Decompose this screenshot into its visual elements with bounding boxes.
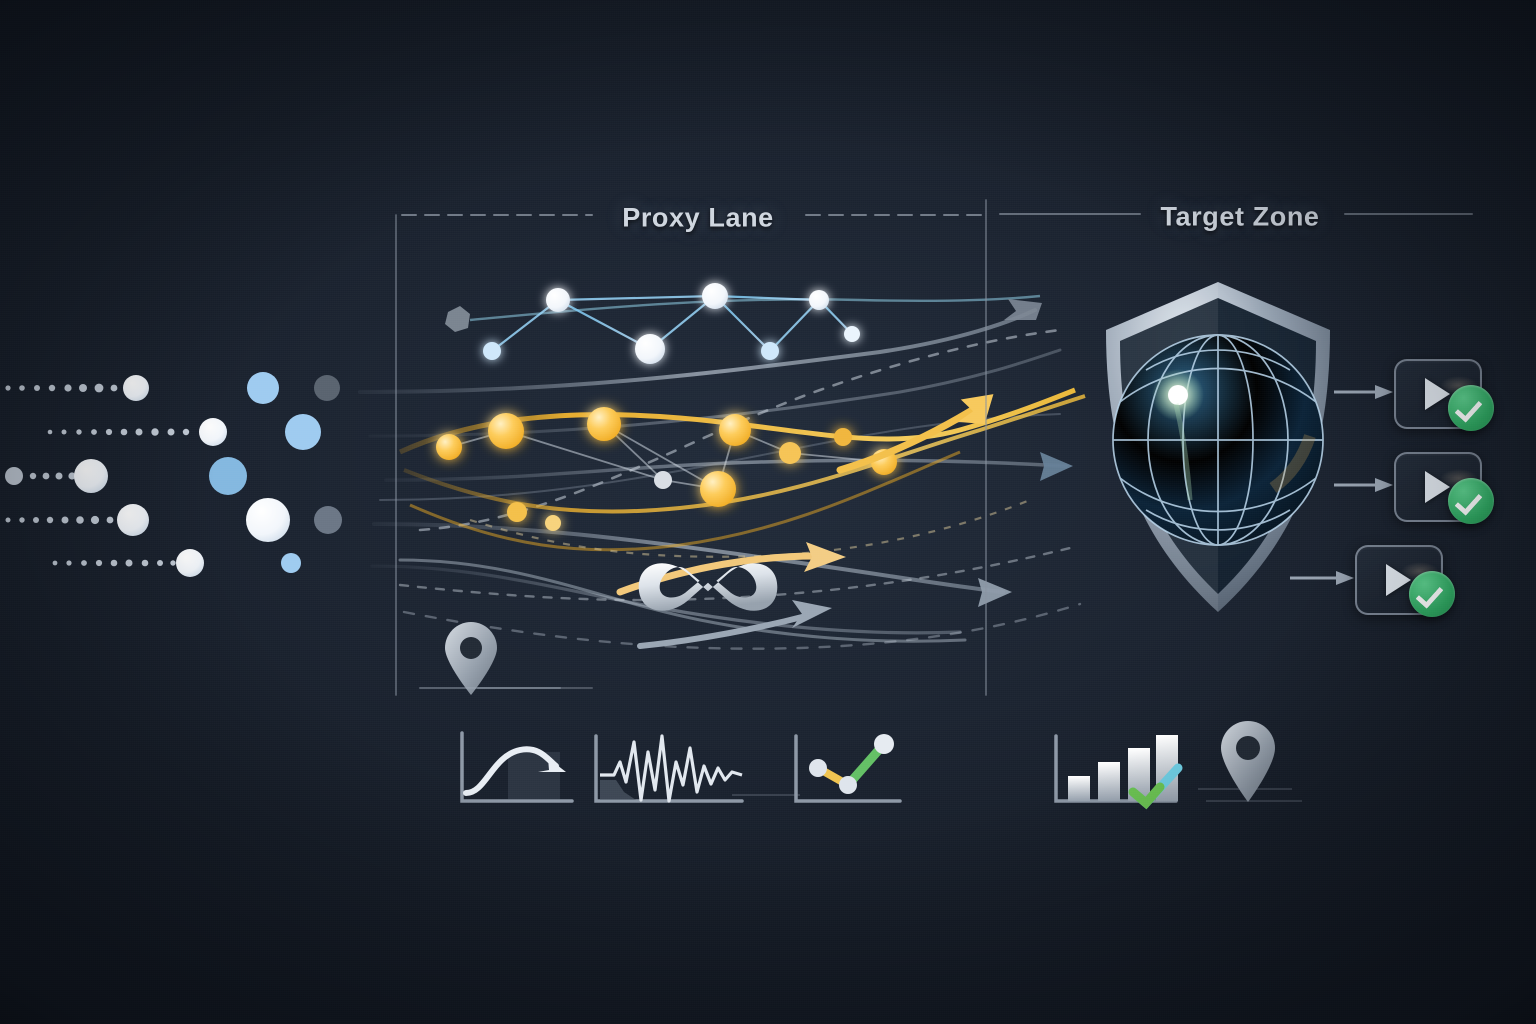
play-icon bbox=[1386, 564, 1411, 596]
section-label-proxy-lane: Proxy Lane bbox=[622, 202, 774, 233]
bar-chart-check-icon bbox=[1054, 734, 1183, 810]
ingress-stream bbox=[52, 549, 375, 577]
arrowhead-gray-top bbox=[1004, 299, 1042, 320]
ingress-stream bbox=[5, 498, 381, 542]
hex-marker-icon bbox=[445, 306, 470, 332]
arrowhead-gray-mid bbox=[1040, 452, 1073, 481]
status-check-badge-3 bbox=[1409, 571, 1455, 617]
ingress-stream bbox=[5, 457, 391, 495]
ingress-stream bbox=[5, 372, 375, 404]
play-icon bbox=[1425, 378, 1450, 410]
s-curve-chart-icon bbox=[460, 731, 574, 803]
trendline-chart-icon bbox=[794, 734, 902, 803]
waveform-chart-icon bbox=[594, 734, 744, 803]
arrowhead-gray-infinity bbox=[792, 600, 832, 628]
map-pin-metrics bbox=[1221, 721, 1275, 802]
play-icon bbox=[1425, 471, 1450, 503]
arrowhead-gray-low bbox=[978, 578, 1012, 607]
section-label-target-zone: Target Zone bbox=[1160, 201, 1320, 232]
ingress-stream bbox=[47, 414, 373, 450]
status-check-badge-1 bbox=[1448, 385, 1494, 431]
shield-globe-icon bbox=[1106, 282, 1330, 612]
ingress-streams bbox=[5, 372, 391, 577]
map-pin-proxy bbox=[445, 622, 497, 695]
metric-icons-group bbox=[460, 721, 1302, 810]
status-check-badge-2 bbox=[1448, 478, 1494, 524]
